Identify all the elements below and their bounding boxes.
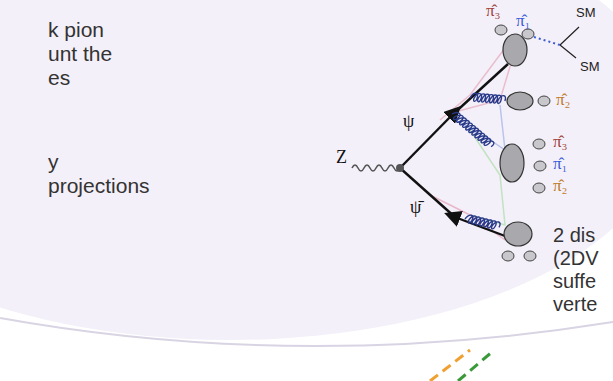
gluon-line [470,93,506,104]
background-arc [0,318,613,346]
side-text: unt the [48,42,112,65]
particle-label: π̂₂ [556,91,571,110]
gluon-line [450,110,495,149]
hadron-blob [504,222,532,246]
particle-label: ψ [403,112,414,132]
side-text: k pion [48,18,104,41]
side-text: y [48,150,59,173]
side-text: (2DV [553,247,599,269]
displaced-track [458,352,492,381]
quark-line [450,64,508,117]
gluon-line [464,214,500,231]
meson-blob [533,139,545,149]
particle-label: ψ̄ [410,198,421,218]
hadron-blob [507,92,533,110]
sm-label: SM [580,60,600,74]
meson-blob [533,183,545,193]
meson-blob [538,96,550,106]
particle-label: π̂₂ [553,177,568,196]
boson-line [352,165,400,171]
side-text: es [48,66,70,89]
sm-label: SM [576,6,596,20]
side-text: projections [48,174,150,197]
particle-label: Z [336,148,347,168]
sm-decay-lines [560,27,579,58]
particle-label: π̂₃ [486,2,501,21]
color-string [430,195,505,240]
side-text: 2 dis [553,224,595,246]
background-region [0,0,613,340]
hadron-blob [500,144,524,182]
particle-label: π̂₃ [553,133,568,152]
side-text: verte [553,293,597,315]
quark-line [400,112,455,168]
particle-label: π̂₁ [516,12,531,31]
meson-blob [495,25,507,35]
meson-blob [502,251,514,261]
antiquark-line [400,168,456,218]
meson-blob [534,161,546,171]
hadron-blob [503,34,527,66]
meson-blob [522,29,534,39]
particle-label: π̂₁ [553,155,568,174]
vertex-dot [396,164,404,172]
side-text: suffe [553,270,596,292]
meson-blob [524,251,536,261]
dark-pion-decay-line [534,37,560,45]
